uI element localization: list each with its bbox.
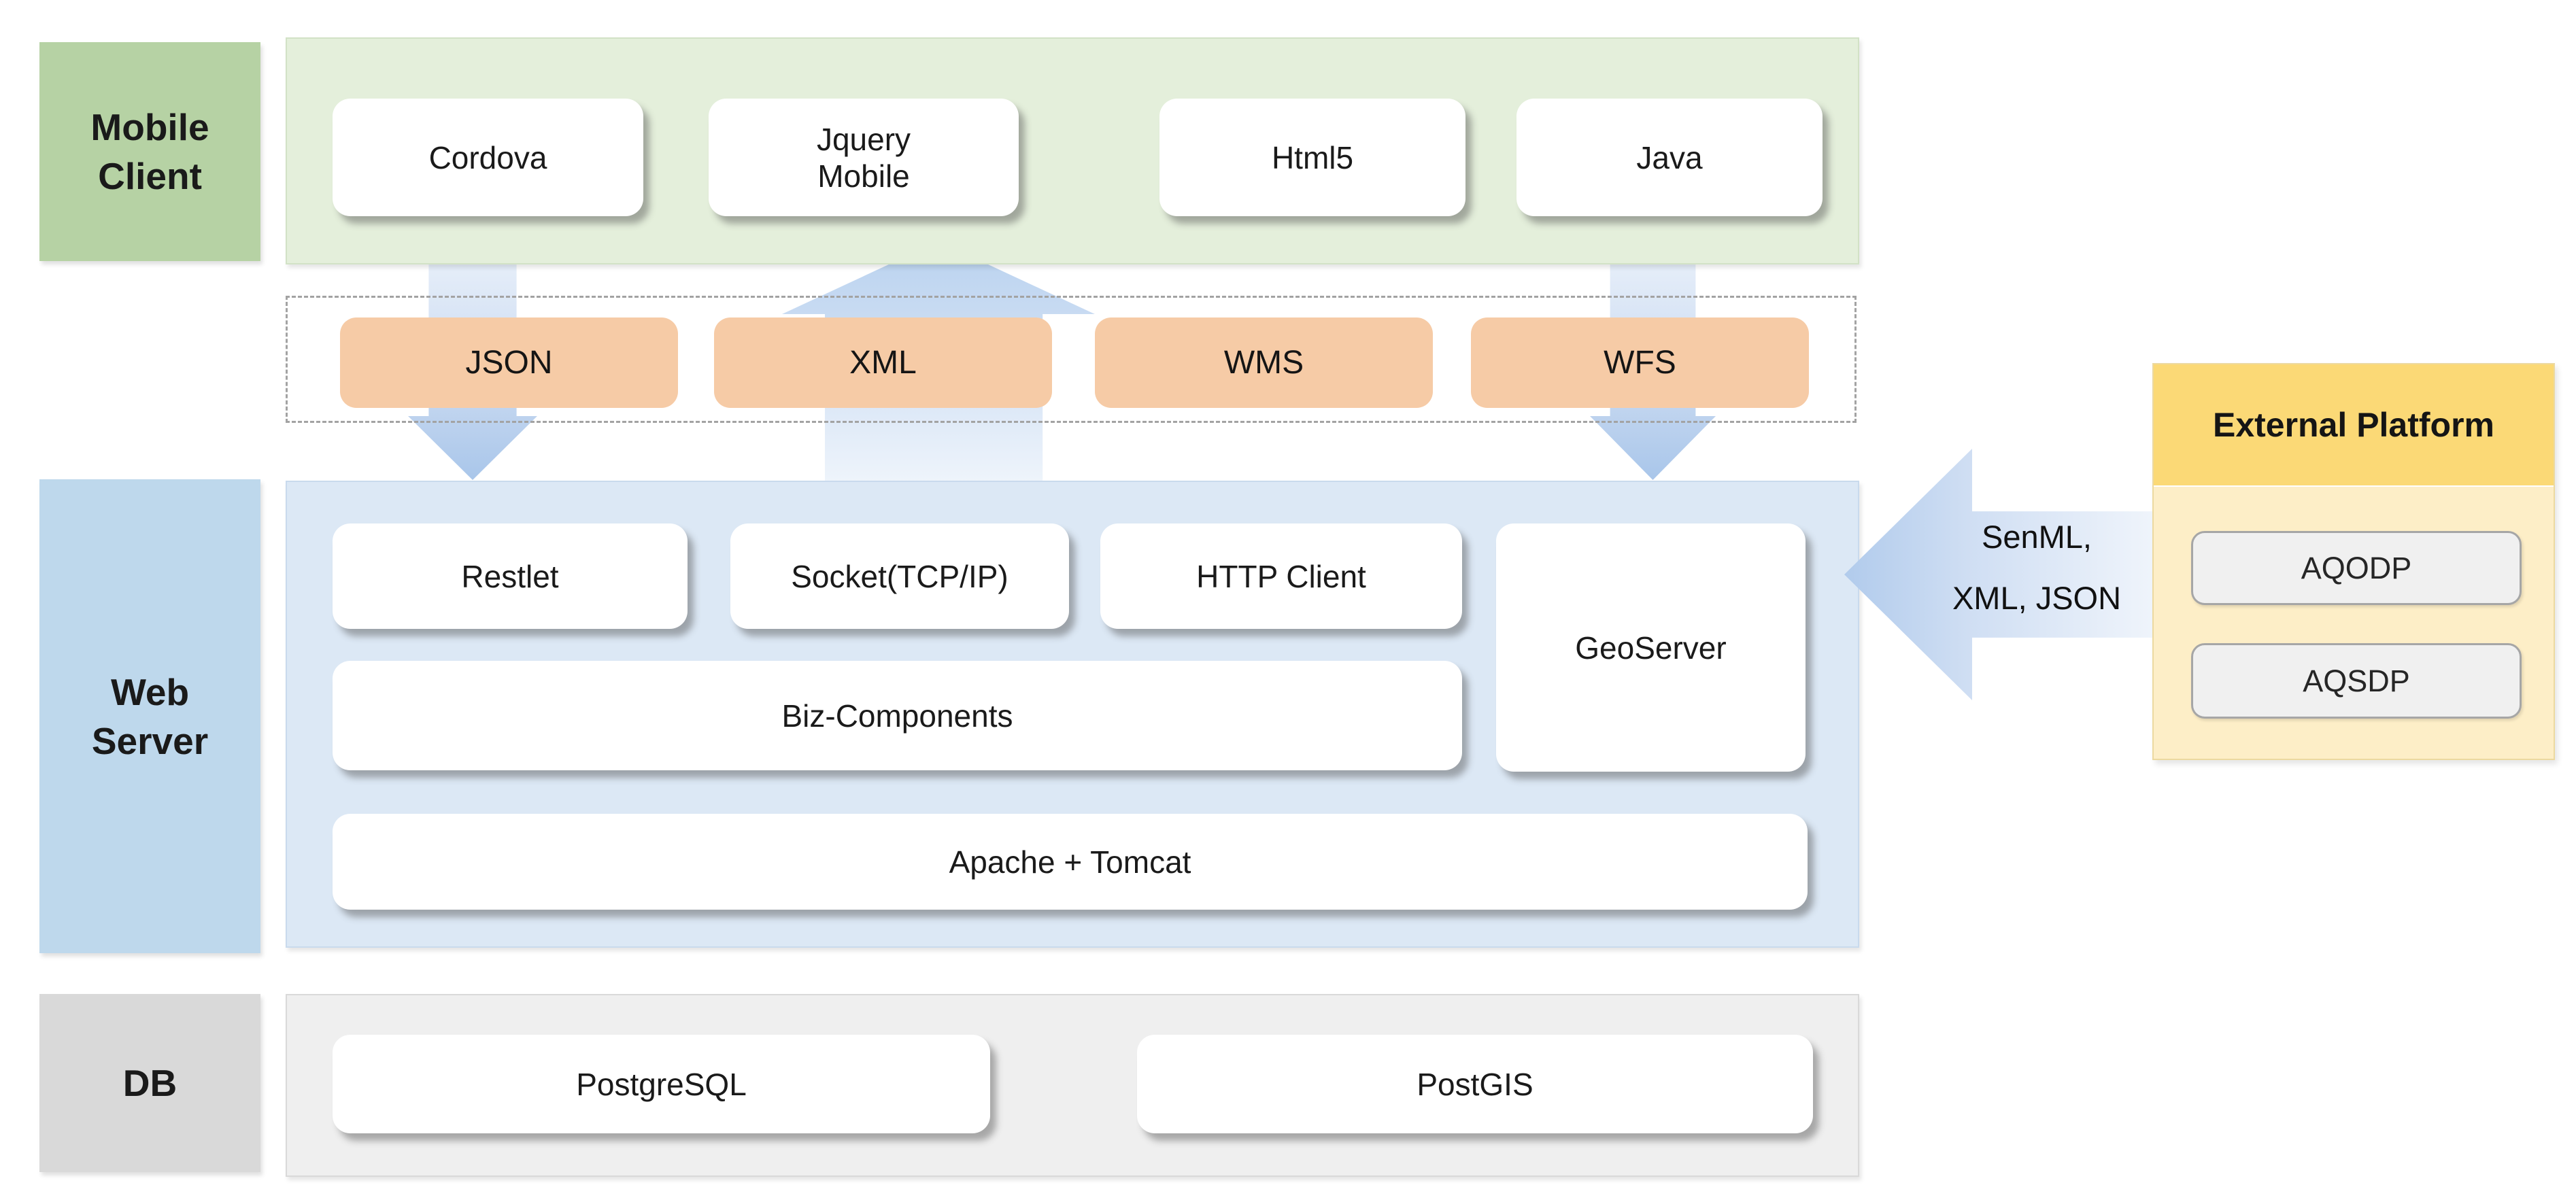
chip-wfs: WFS <box>1471 317 1809 408</box>
chip-wms: WMS <box>1095 317 1433 408</box>
wms-label: WMS <box>1223 345 1304 381</box>
chip-xml: XML <box>714 317 1052 408</box>
external-platform-header: External Platform <box>2154 364 2554 487</box>
card-socket: Socket(TCP/IP) <box>730 523 1069 629</box>
aqodp-item: AQODP <box>2191 531 2522 605</box>
postgis-label: PostGIS <box>1417 1066 1533 1102</box>
db-label-text: DB <box>122 1062 177 1104</box>
web-server-label-text: Web Server <box>91 670 209 762</box>
protocol-band <box>286 296 1857 423</box>
card-postgis: PostGIS <box>1137 1035 1813 1133</box>
arrow-label-line1: SenML, <box>1982 519 2092 555</box>
card-html5: Html5 <box>1159 99 1465 216</box>
arrow-label-line2: XML, JSON <box>1952 580 2122 616</box>
html5-label: Html5 <box>1271 139 1354 175</box>
http-client-label: HTTP Client <box>1196 558 1366 594</box>
mobile-client-label-text: Mobile Client <box>90 106 209 197</box>
biz-components-label: Biz-Components <box>781 698 1013 734</box>
card-apache-tomcat: Apache + Tomcat <box>333 814 1808 910</box>
xml-label: XML <box>849 345 917 381</box>
wfs-label: WFS <box>1604 345 1676 381</box>
card-biz-components: Biz-Components <box>333 661 1462 770</box>
postgresql-label: PostgreSQL <box>576 1066 747 1102</box>
card-restlet: Restlet <box>333 523 688 629</box>
json-label: JSON <box>465 345 553 381</box>
external-platform-title: External Platform <box>2212 406 2494 444</box>
socket-label: Socket(TCP/IP) <box>791 558 1009 594</box>
mobile-client-layer-label: Mobile Client <box>39 42 260 261</box>
cordova-label: Cordova <box>428 139 547 175</box>
chip-json: JSON <box>340 317 678 408</box>
external-platform-panel: External Platform AQODP AQSDP <box>2152 363 2555 760</box>
aqodp-label: AQODP <box>2301 550 2412 585</box>
aqsdp-label: AQSDP <box>2303 663 2410 698</box>
db-layer-label: DB <box>39 994 260 1172</box>
restlet-label: Restlet <box>461 558 559 594</box>
java-label: Java <box>1636 139 1703 175</box>
arrow-protocols-label: SenML, XML, JSON <box>1918 506 2156 629</box>
card-http-client: HTTP Client <box>1100 523 1462 629</box>
geoserver-label: GeoServer <box>1575 630 1727 666</box>
web-server-layer-label: Web Server <box>39 479 260 953</box>
apache-tomcat-label: Apache + Tomcat <box>949 844 1191 880</box>
card-postgresql: PostgreSQL <box>333 1035 990 1133</box>
card-geoserver: GeoServer <box>1496 523 1806 772</box>
card-cordova: Cordova <box>333 99 643 216</box>
card-java: Java <box>1516 99 1823 216</box>
card-jquery-mobile: Jquery Mobile <box>709 99 1019 216</box>
jquery-mobile-label: Jquery Mobile <box>816 121 911 194</box>
aqsdp-item: AQSDP <box>2191 643 2522 719</box>
